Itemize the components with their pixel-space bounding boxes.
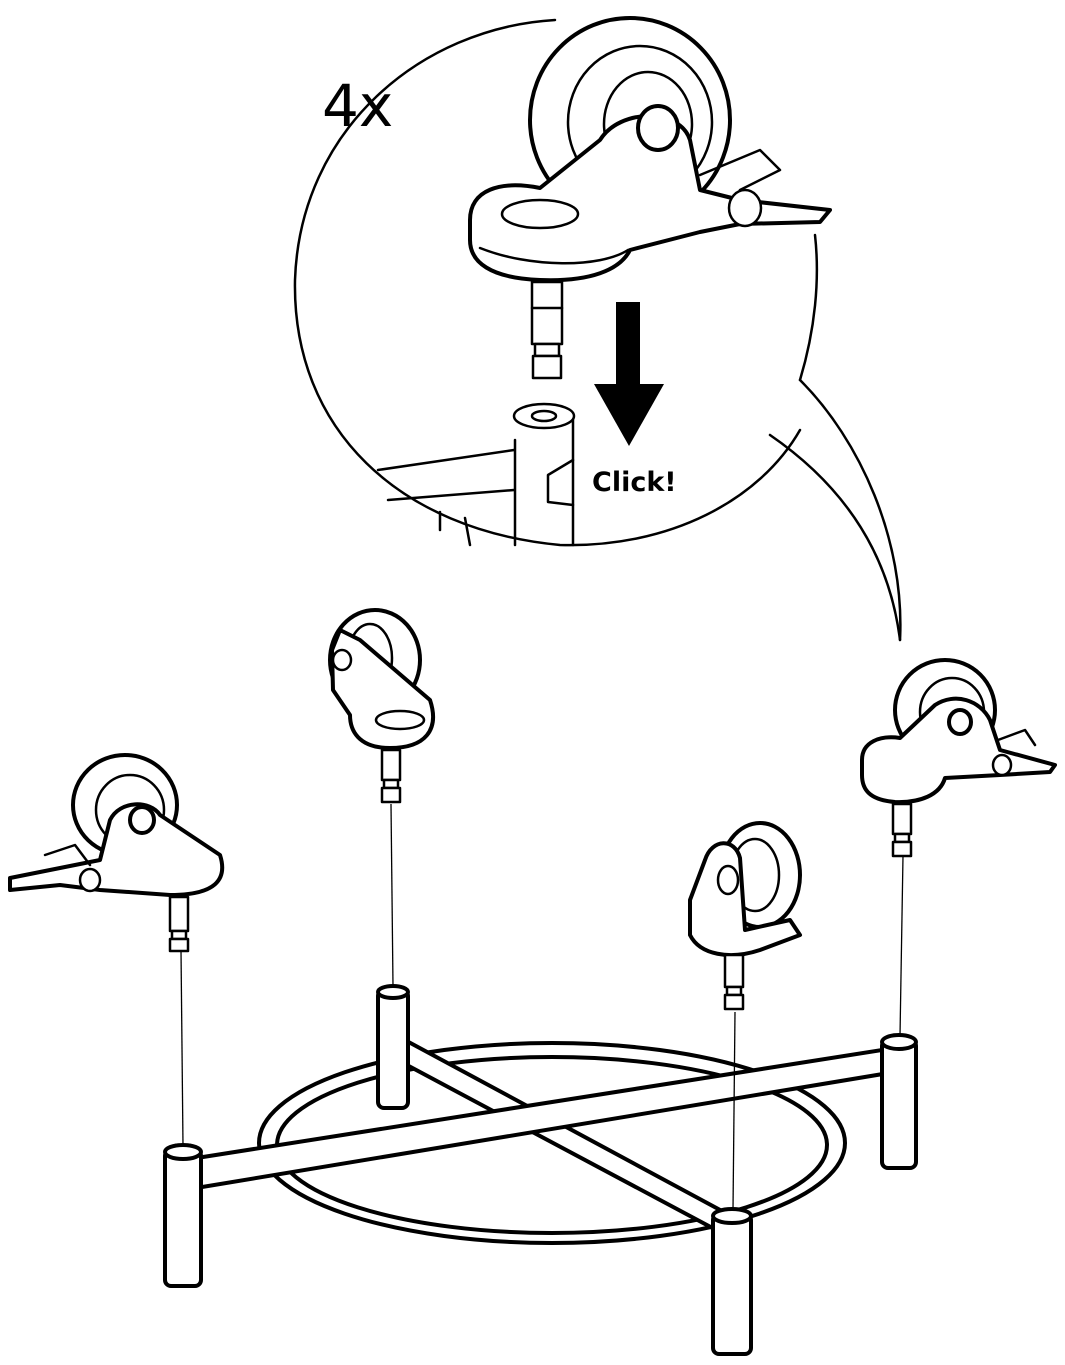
caster-with-brake-icon <box>8 753 225 953</box>
quantity-label: 4x <box>322 72 393 140</box>
action-label: Click! <box>592 467 677 498</box>
base-frame-icon <box>163 984 918 1356</box>
base-frame-detail <box>376 402 576 547</box>
caster-icon <box>328 608 436 804</box>
caster-with-brake-icon <box>468 16 832 380</box>
detail-callout-bubble <box>293 18 902 642</box>
caster-icon <box>688 821 802 1011</box>
alignment-guide-lines <box>180 803 904 1211</box>
arrow-down-icon <box>594 302 664 446</box>
caster-with-brake-icon <box>860 658 1057 858</box>
